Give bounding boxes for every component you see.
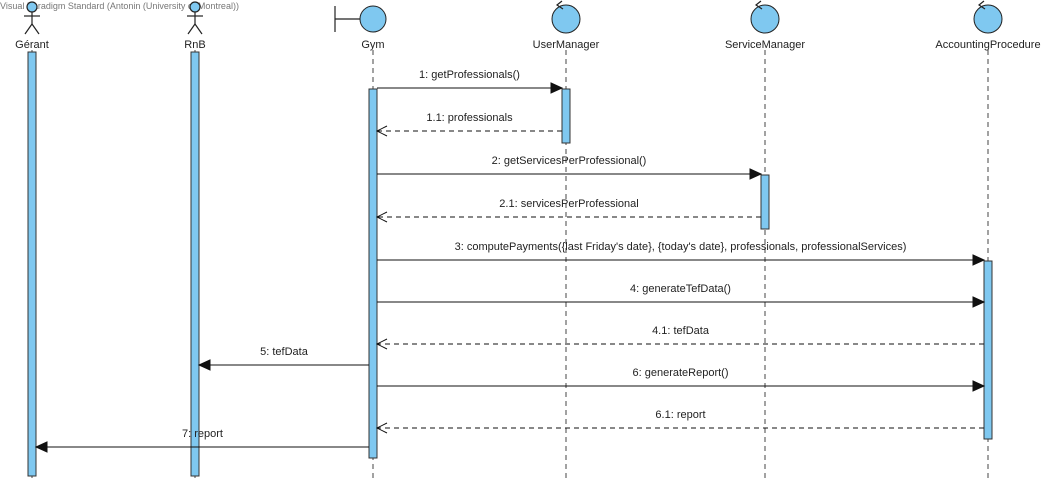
message-7[interactable]: 4.1: tefData: [375, 325, 984, 350]
activation-bar: [368, 88, 378, 459]
filled-arrowhead-icon: [972, 254, 986, 266]
message-6[interactable]: 4: generateTefData(): [377, 283, 986, 308]
message-label: 4: generateTefData(): [630, 283, 731, 295]
activation-bar: [760, 174, 770, 230]
open-arrowhead-icon: [375, 211, 388, 223]
filled-arrowhead-icon: [197, 359, 211, 371]
activation-bar: [561, 88, 571, 144]
message-10[interactable]: 6.1: report: [375, 409, 984, 434]
lifeline-label: RnB: [184, 39, 205, 51]
activation-bar: [983, 260, 993, 440]
message-label: 6: generateReport(): [633, 367, 729, 379]
message-label: 1: getProfessionals(): [419, 69, 520, 81]
control-icon[interactable]: ServiceManager: [725, 0, 805, 51]
boundary-icon[interactable]: Gym: [334, 5, 387, 51]
control-icon[interactable]: UserManager: [533, 0, 600, 51]
actor-icon[interactable]: Gérant: [15, 1, 49, 51]
message-8[interactable]: 5: tefData: [197, 346, 369, 371]
lifeline-label: Gérant: [15, 39, 49, 51]
filled-arrowhead-icon: [550, 82, 564, 94]
open-arrowhead-icon: [375, 422, 388, 434]
lifeline-label: UserManager: [533, 39, 600, 51]
filled-arrowhead-icon: [972, 380, 986, 392]
watermark: Visual Paradigm Standard (Antonin (Unive…: [0, 1, 239, 11]
message-3[interactable]: 2: getServicesPerProfessional(): [377, 155, 763, 180]
message-5[interactable]: 3: computePayments({last Friday's date},…: [377, 241, 986, 266]
open-arrowhead-icon: [375, 338, 388, 350]
message-label: 6.1: report: [655, 409, 705, 421]
filled-arrowhead-icon: [34, 441, 48, 453]
message-9[interactable]: 6: generateReport(): [377, 367, 986, 392]
message-11[interactable]: 7: report: [34, 428, 369, 453]
message-1[interactable]: 1: getProfessionals(): [377, 69, 564, 94]
message-label: 2: getServicesPerProfessional(): [492, 155, 647, 167]
message-label: 1.1: professionals: [426, 112, 513, 124]
message-label: 3: computePayments({last Friday's date},…: [455, 241, 907, 253]
message-4[interactable]: 2.1: servicesPerProfessional: [375, 198, 761, 223]
filled-arrowhead-icon: [972, 296, 986, 308]
lifeline-label: AccountingProcedure: [935, 39, 1040, 51]
actor-icon[interactable]: RnB: [184, 1, 206, 51]
open-arrowhead-icon: [375, 125, 388, 137]
activation-bar: [27, 51, 37, 477]
message-label: 4.1: tefData: [652, 325, 710, 337]
control-icon[interactable]: AccountingProcedure: [935, 0, 1041, 51]
message-label: 2.1: servicesPerProfessional: [499, 198, 638, 210]
message-2[interactable]: 1.1: professionals: [375, 112, 562, 137]
lifeline-label: Gym: [361, 39, 384, 51]
message-label: 7: report: [182, 428, 223, 440]
activation-bar: [190, 51, 200, 477]
message-label: 5: tefData: [260, 346, 309, 358]
filled-arrowhead-icon: [749, 168, 763, 180]
lifeline-label: ServiceManager: [725, 39, 805, 51]
